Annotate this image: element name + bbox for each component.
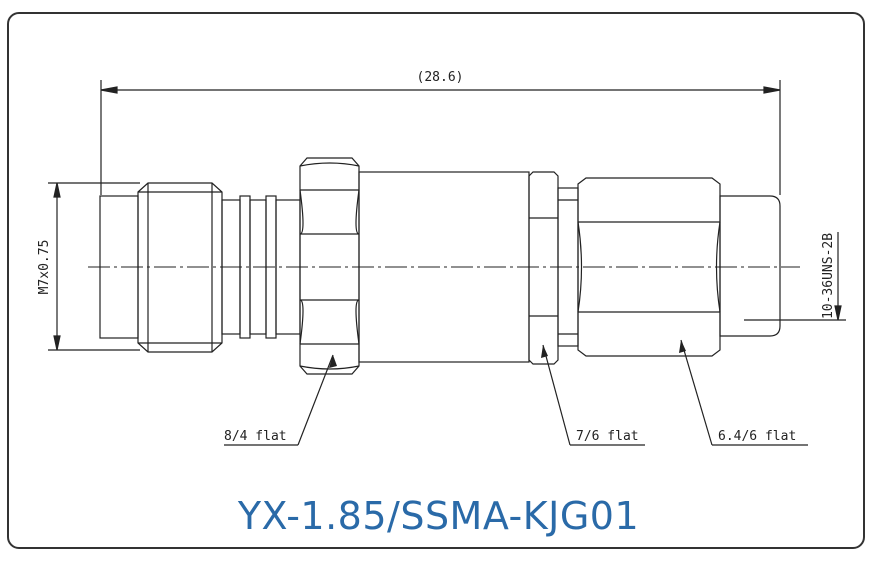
- thread-right-label: 10-36UNS-2B: [821, 233, 836, 319]
- drawing-frame: [7, 12, 865, 549]
- leader-7-6: [542, 344, 571, 446]
- part-number-title: YX-1.85/SSMA-KJG01: [237, 494, 640, 538]
- arrow-right: [763, 86, 781, 94]
- coupling-nut: [137, 182, 223, 353]
- leader-8-4: [297, 354, 334, 446]
- thread-left-label: M7x0.75: [37, 240, 52, 295]
- overall-length-label: (28.6): [417, 70, 464, 85]
- leader-6-4-6: [680, 339, 713, 446]
- threaded-end: [719, 195, 781, 337]
- flat-label-7-6: 7/6 flat: [576, 429, 639, 444]
- hex-6-4: [577, 177, 721, 357]
- flat-label-8-4: 8/4 flat: [224, 429, 287, 444]
- thread-arrow-top: [53, 182, 61, 198]
- flat-label-6-4-6: 6.4/6 flat: [718, 429, 796, 444]
- thread-arrow-bottom: [53, 335, 61, 351]
- arrow-left: [100, 86, 118, 94]
- hex-7: [528, 171, 559, 365]
